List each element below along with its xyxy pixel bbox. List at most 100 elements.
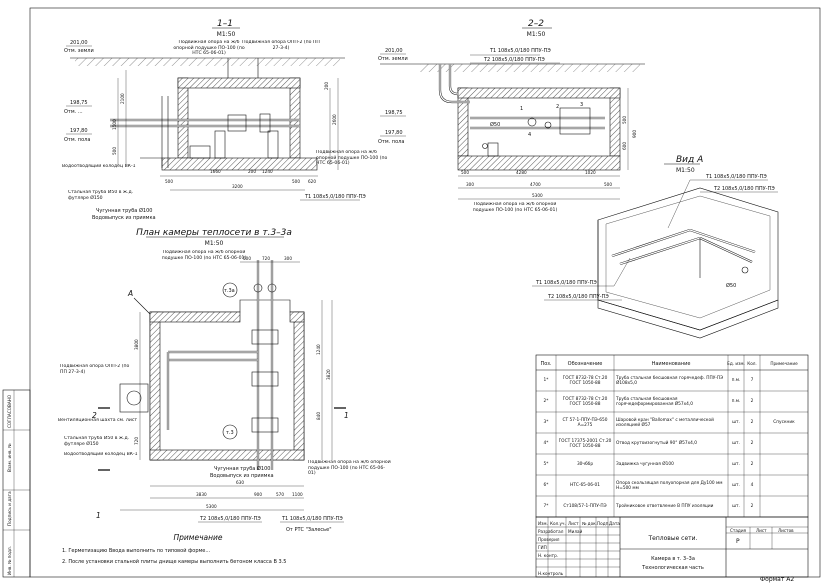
tb-sheet-sub: Технологическая часть [641,565,704,571]
lvl-ground-value-22: 201,00 [385,48,403,54]
callout-pipes-t1: Т1 108х5,0/180 ППУ-ПЭ [304,194,366,200]
tb-role-check: Проверил [538,537,560,542]
callout-support-22: Подвижная опора на ж/б опорной подушке П… [473,202,558,213]
plan-from-rts: От РТС "Залесье" [286,527,332,533]
cut-1: 1 [344,411,349,420]
spec-cell-r3-c5: 2 [751,420,754,425]
plan-dim-v-3800: 3800 [134,339,139,350]
dim-h-4700: 4700 [530,182,541,187]
lvl-ground-caption-22: Отм. земли [378,56,408,62]
lvl-ground-value: 201,00 [70,40,88,46]
spec-cell-r3-c3: Шаровой кран "Ballomax" с металлической … [616,418,714,428]
notes: Примечание 1. Герметизацию Ввода выполни… [62,533,286,565]
sheet-frame [29,7,821,578]
plan-dim-top-720: 720 [262,256,270,261]
plan-dim-bottom-3830: 3830 [196,492,207,497]
plan-callout-support-left: Подвижная опора ОПП-2 (по ПП 27-3-4) [60,364,129,375]
lvl-floor-caption-22: Отм. пола [378,139,404,145]
plan-dim-bottom-630: 630 [236,480,244,485]
dim-h-3200: 3200 [232,184,243,189]
spec-cell-r4-c2: ГОСТ 17375-2001 Ст.20 ГОСТ 1050-88 [559,439,612,449]
spec-cell-r7-c2: Ст108/57-1-ППУ-ПЭ [563,504,606,509]
section-1-1-scale: М1:50 [217,31,236,38]
plan-title: План камеры теплосети в т.3–3а [136,228,292,238]
title-block: Изм. Кол.уч. Лист № док. Подп. Дата Разр… [535,516,809,578]
dim-h-1020: 1020 [585,170,596,175]
spec-cell-r3-c1: 3* [544,420,549,425]
spec-header-name: Наименование [652,361,691,367]
spec-header-note: Примечание [770,361,798,366]
tb-col-sign: Подп. [597,521,610,526]
dim-v-1500: 1500 [112,119,117,130]
plan-dim-v-720: 720 [134,437,139,445]
view-a-scale: М1:50 [676,167,695,174]
spec-cell-r4-c3: Отвод крутоизогнутый 90° Ø57х4,0 [616,441,697,446]
dim-h-500a: 500 [165,179,173,184]
lvl-ground-caption: Отм. земли [64,48,94,54]
tb-col-list: Лист [568,521,579,526]
stamp-sign-date: Подпись и дата [7,491,12,526]
spec-cell-r1-c4: п.м. [732,378,741,383]
lvl-198-value: 198,75 [70,100,88,106]
callout-sleeve: Стальная труба Ø50 в ж.д. футляре Ø150 [68,190,133,201]
section-1-1: 1–1 М1:50 1500 2100 [62,19,387,221]
section-2-2: 2–2 М1:50 Т1 108х5,0/180 ППУ-ПЭ Т2 108х5… [378,19,645,213]
d50-label-22: Ø50 [490,121,500,128]
spec-cell-r4-c4: шт. [732,441,740,446]
lvl-198-caption: Отм. ... [64,109,83,115]
viewa-t2-bottom: Т2 108х5,0/180 ППУ-ПЭ [547,294,609,300]
stamp-agreed: СОГЛАСОВАНО [7,394,12,428]
spec-header-qty: Кол. [747,361,757,366]
dim-h-1660: 1660 [210,169,221,174]
tb-sheet-title: Камера в т. 3–3а [651,556,695,562]
spec-cell-r6-c3: Опора скользящая полуопорная для Ду100 м… [616,481,722,491]
view-a-title: Вид А [676,155,703,165]
callout-support-right: Подвижная опора ОПП-2 (по ПП 27-3-4) [242,40,320,51]
dim-v-500: 500 [112,147,117,155]
dim-v-2100: 2100 [120,93,125,104]
spec-cell-r1-c2: ГОСТ 8732-78 Ст.20 ГОСТ 1050-88 [563,376,608,386]
mark-1: 1 [520,106,523,112]
dim-h-200: 200 [248,169,256,174]
dim-h-500b-22: 500 [604,182,612,187]
tb-role-dev: Разработал [538,529,564,534]
dim-v-900-22: 900 [632,130,637,138]
spec-cell-r7-c5: 2 [751,504,754,509]
dim-h-300: 300 [466,182,474,187]
viewa-t2-top: Т2 108х5,0/180 ППУ-ПЭ [713,186,775,192]
plan-callout-outlet: Водовыпуск из приямка [210,473,274,479]
plan-dim-v-1240: 1240 [316,344,321,355]
spec-cell-r5-c3: Задвижка чугунная Ø100 [616,462,674,467]
tb-col-izm: Изм. [538,521,548,526]
cut-1-bottom: 1 [96,511,101,520]
mark-2: 2 [556,104,559,110]
dim-h-1240: 1240 [262,169,273,174]
plan-callout-pipe100: Чугунная труба Ø100 [214,465,270,472]
tb-role-gip: ГИП [538,545,547,550]
dim-h-620: 620 [308,179,316,184]
plan-dim-v-3820: 3820 [326,369,331,380]
spec-cell-r5-c4: шт. [732,462,740,467]
lvl-197-value: 197,80 [70,128,88,134]
tb-project: Тепловые сети. [648,535,698,542]
dim-v-500-22: 500 [622,116,627,124]
callout-outlet: Водовыпуск из приямка [92,215,156,221]
spec-cell-r7-c1: 7* [544,504,549,509]
tb-sheets-label: Листов [778,528,794,533]
spec-cell-r2-c5: 2 [751,399,754,404]
callout-well: Водоотводящий колодец ВК-1 [62,164,136,169]
stamp-inventory: Инв. № подл. [7,546,12,575]
tb-role-nkontrol: Н.контроль [538,571,564,576]
plan-dim-bottom-5300: 5300 [206,504,217,509]
spec-cell-r4-c5: 2 [751,441,754,446]
point-3: т.3 [226,430,234,436]
spec-cell-r3-c4: шт. [732,420,740,425]
spec-cell-r3-c6: Спускник [773,420,795,425]
section-1-1-title: 1–1 [217,19,233,29]
arrow-a: А [127,289,133,298]
spec-cell-r2-c2: ГОСТ 8732-78 Ст.20 ГОСТ 1050-88 [563,397,608,407]
spec-cell-r7-c3: Тройниковое ответвление В ППУ изоляции [616,504,713,509]
viewa-t1-top: Т1 108х5,0/180 ППУ-ПЭ [705,174,767,180]
note-2: 2. После установки стальной плиты днище … [62,558,286,565]
